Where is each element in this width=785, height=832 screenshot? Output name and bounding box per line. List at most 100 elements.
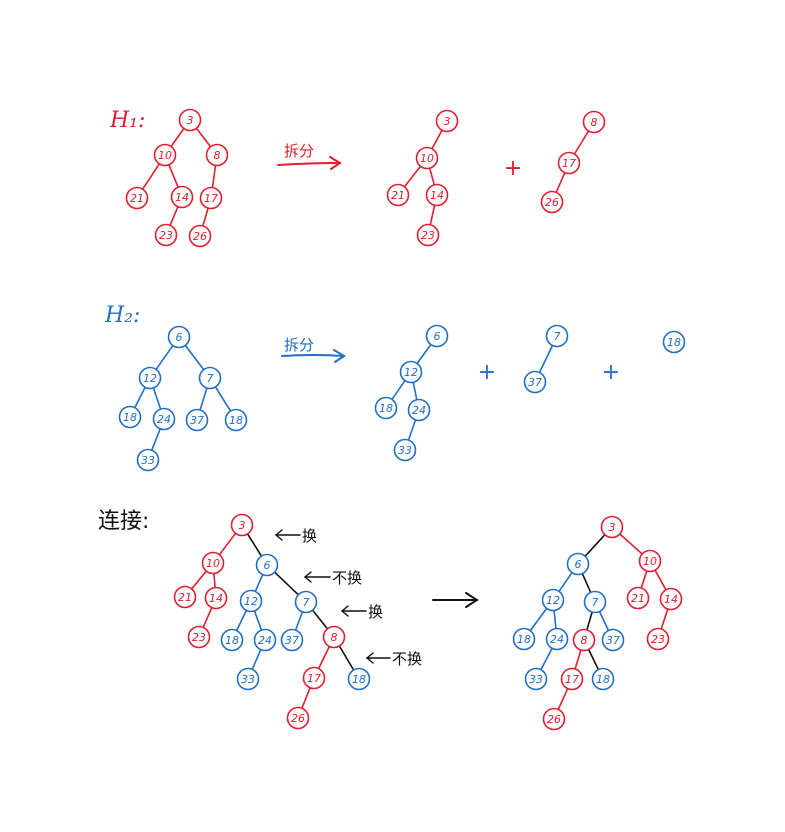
tree-node: 7 — [583, 590, 607, 614]
tree-edge — [294, 611, 304, 631]
tree-node: 26 — [540, 190, 564, 214]
tree-nodes: 18 — [662, 330, 686, 354]
node-value: 6 — [575, 558, 582, 571]
node-circle — [239, 589, 263, 613]
node-value: 21 — [391, 189, 405, 202]
node-value: 37 — [606, 634, 620, 647]
tree-node: 23 — [187, 625, 211, 649]
node-value: 6 — [434, 330, 441, 343]
tree-edge — [557, 687, 569, 711]
tree-edge — [141, 163, 161, 190]
node-value: 23 — [192, 631, 206, 644]
node-value: 6 — [264, 559, 271, 572]
node-value: 26 — [291, 712, 305, 725]
tree-node: 18 — [662, 330, 686, 354]
node-value: 18 — [596, 673, 610, 686]
node-value: 10 — [643, 555, 657, 568]
tree-node: 21 — [386, 183, 410, 207]
node-value: 18 — [123, 411, 137, 424]
node-circle — [399, 360, 423, 384]
tree-edge — [214, 386, 232, 412]
tree-node: 26 — [188, 224, 212, 248]
node-value: 12 — [244, 595, 258, 608]
tree-node: 18 — [118, 405, 142, 429]
tree-node: 24 — [407, 398, 431, 422]
plus-3: + — [602, 360, 620, 385]
node-value: 18 — [379, 402, 393, 415]
tree-edge — [338, 645, 355, 671]
plus-1: + — [504, 156, 522, 181]
tree-node: 12 — [399, 360, 423, 384]
tree-edge — [403, 165, 422, 188]
tree-edge — [211, 164, 217, 189]
node-circle — [524, 667, 548, 691]
node-value: 14 — [664, 593, 678, 606]
node-circle — [170, 185, 194, 209]
tree-edge — [235, 609, 248, 632]
node-circle — [322, 625, 346, 649]
tree-node: 6 — [167, 325, 191, 349]
tree-node: 6 — [566, 552, 590, 576]
node-value: 12 — [404, 366, 418, 379]
tree-node: 17 — [302, 666, 326, 690]
node-value: 10 — [206, 557, 220, 570]
node-circle — [199, 186, 223, 210]
tree-edges — [391, 343, 432, 441]
tree-h2-split-c: 18 — [662, 330, 686, 354]
tree-node: 23 — [154, 223, 178, 247]
node-value: 33 — [241, 673, 255, 686]
tree-node: 18 — [224, 408, 248, 432]
node-circle — [545, 324, 569, 348]
tree-edge — [660, 608, 669, 630]
node-value: 23 — [651, 633, 665, 646]
tree-edge — [195, 127, 212, 148]
tree-edge — [540, 647, 553, 671]
annotation-swap-2: 换 — [340, 603, 383, 621]
node-circle — [201, 551, 225, 575]
tree-edge — [584, 533, 606, 558]
node-value: 10 — [158, 149, 172, 162]
tree-node: 14 — [170, 185, 194, 209]
tree-node: 24 — [545, 627, 569, 651]
tree-node: 6 — [255, 553, 279, 577]
node-value: 24 — [157, 413, 171, 426]
tree-node: 24 — [152, 407, 176, 431]
tree-edge — [412, 381, 418, 401]
h1-label: H₁: — [109, 108, 145, 133]
annotation-noswap-2: 不换 — [365, 650, 422, 668]
node-circle — [347, 667, 371, 691]
node-circle — [659, 587, 683, 611]
node-value: 17 — [204, 192, 218, 205]
node-value: 8 — [581, 634, 588, 647]
node-value: 26 — [193, 230, 207, 243]
node-circle — [591, 667, 615, 691]
tree-edge — [555, 171, 566, 194]
tree-edge — [581, 572, 592, 594]
node-circle — [125, 186, 149, 210]
node-circle — [138, 366, 162, 390]
node-value: 8 — [591, 116, 598, 129]
node-value: 23 — [421, 229, 435, 242]
tree-node: 21 — [173, 585, 197, 609]
node-value: 37 — [285, 634, 299, 647]
node-circle — [224, 408, 248, 432]
tree-edge — [199, 387, 208, 411]
result-arrow-icon — [432, 592, 479, 608]
tree-edge — [202, 207, 209, 227]
node-circle — [662, 330, 686, 354]
tree-node: 18 — [512, 627, 536, 651]
node-circle — [560, 667, 584, 691]
node-circle — [118, 405, 142, 429]
left-arrow-icon — [274, 529, 301, 541]
tree-edge — [151, 427, 161, 452]
tree-edge — [311, 609, 329, 630]
node-value: 3 — [187, 114, 194, 127]
node-circle — [154, 223, 178, 247]
